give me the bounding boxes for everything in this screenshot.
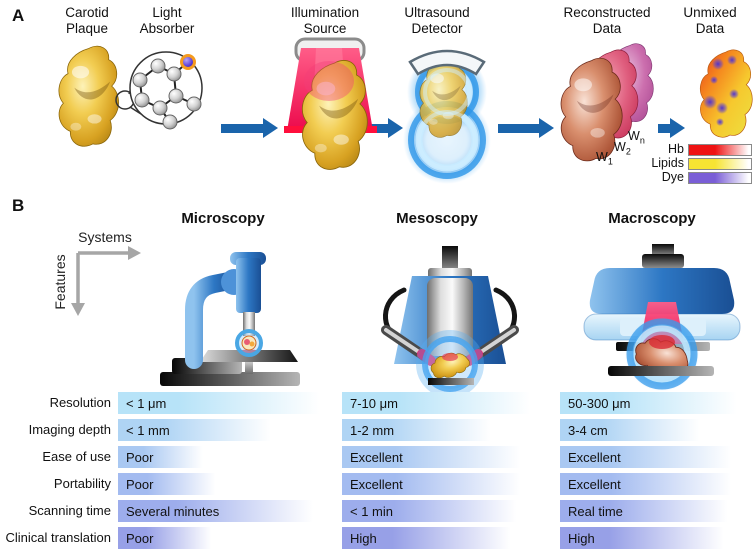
flow-arrow [370, 118, 403, 138]
cell-microscopy-imaging-depth: < 1 mm [118, 419, 330, 441]
mesoscopy-column: 7-10 μm 1-2 mm Excellent Excellent < 1 m… [342, 392, 540, 549]
carotid-plaque-graphic [58, 45, 203, 147]
legend-colorbar-hb [688, 143, 752, 156]
row-label-resolution: Resolution [49, 395, 111, 410]
legend-label-hb: Hb [668, 142, 684, 156]
cell-mesoscopy-portability: Excellent [342, 473, 540, 495]
panel-b-label: B [12, 196, 25, 215]
panel-a-label: A [12, 6, 25, 25]
molecule-atoms [132, 54, 202, 130]
legend-row-lipids: Lipids [638, 156, 752, 170]
cell-microscopy-clinical-translation: Poor [118, 527, 330, 549]
detector-arc [408, 49, 486, 76]
column-header-macroscopy: Macroscopy [608, 210, 696, 227]
cell-mesoscopy-resolution: 7-10 μm [342, 392, 540, 414]
row-label-portability: Portability [53, 476, 111, 491]
cell-microscopy-resolution: < 1 μm [118, 392, 330, 414]
row-label-ease-of-use: Ease of use [42, 449, 111, 464]
flow-arrow [658, 118, 685, 138]
legend-label-dye: Dye [661, 170, 684, 184]
column-header-mesoscopy: Mesoscopy [396, 210, 478, 227]
cell-microscopy-ease-of-use: Poor [118, 446, 330, 468]
step-title-illumination-source: Illumination Source [290, 5, 360, 36]
cell-macroscopy-scanning-time: Real time [560, 500, 746, 522]
cell-macroscopy-clinical-translation: High [560, 527, 746, 549]
cell-mesoscopy-clinical-translation: High [342, 527, 540, 549]
step-title-carotid-plaque: Carotid Plaque [65, 5, 109, 36]
cell-macroscopy-portability: Excellent [560, 473, 746, 495]
column-header-microscopy: Microscopy [181, 210, 265, 227]
cell-mesoscopy-scanning-time: < 1 min [342, 500, 540, 522]
colorbar-legend: Hb Lipids Dye [638, 142, 752, 186]
microscopy-column: < 1 μm < 1 mm Poor Poor Several minutes … [118, 392, 330, 549]
flow-arrow [221, 118, 278, 138]
macroscopy-column: 50-300 μm 3-4 cm Excellent Excellent Rea… [560, 392, 746, 549]
cell-microscopy-portability: Poor [118, 473, 330, 495]
step-title-light-absorber: Light Absorber [139, 5, 195, 36]
illumination-source-graphic [284, 37, 377, 170]
cell-macroscopy-imaging-depth: 3-4 cm [560, 419, 746, 441]
unmixed-data-graphic [699, 49, 753, 138]
step-title-reconstructed-data: Reconstructed Data [563, 5, 651, 36]
row-label-imaging-depth: Imaging depth [28, 422, 111, 437]
cell-macroscopy-ease-of-use: Excellent [560, 446, 746, 468]
microscope-icon [160, 252, 300, 386]
ultrasound-detector-graphic [403, 49, 491, 184]
wavelength-label-n: Wn [628, 129, 645, 146]
row-label-clinical-translation: Clinical translation [5, 530, 112, 545]
legend-colorbar-lipids [688, 157, 752, 170]
flow-arrow [498, 118, 554, 138]
legend-row-dye: Dye [638, 170, 752, 184]
cell-mesoscopy-imaging-depth: 1-2 mm [342, 419, 540, 441]
legend-row-hb: Hb [638, 142, 752, 156]
macroscope-icon [583, 244, 741, 391]
absorber-atom [180, 54, 196, 70]
cell-mesoscopy-ease-of-use: Excellent [342, 446, 540, 468]
systems-axis-label: Systems [78, 229, 132, 245]
legend-label-lipids: Lipids [651, 156, 684, 170]
legend-colorbar-dye [688, 171, 752, 184]
axes-arrows-icon [71, 246, 141, 316]
row-label-scanning-time: Scanning time [28, 503, 111, 518]
feature-row-labels: Resolution Imaging depth Ease of use Por… [0, 392, 113, 549]
step-title-ultrasound-detector: Ultrasound Detector [404, 5, 470, 36]
wavelength-label-1: W1 [596, 150, 613, 167]
cell-microscopy-scanning-time: Several minutes [118, 500, 330, 522]
mesoscope-icon [381, 246, 519, 392]
reconstructed-data-graphic [560, 43, 654, 162]
cell-macroscopy-resolution: 50-300 μm [560, 392, 746, 414]
step-title-unmixed-data: Unmixed Data [683, 5, 737, 36]
wavelength-label-2: W2 [614, 140, 631, 157]
